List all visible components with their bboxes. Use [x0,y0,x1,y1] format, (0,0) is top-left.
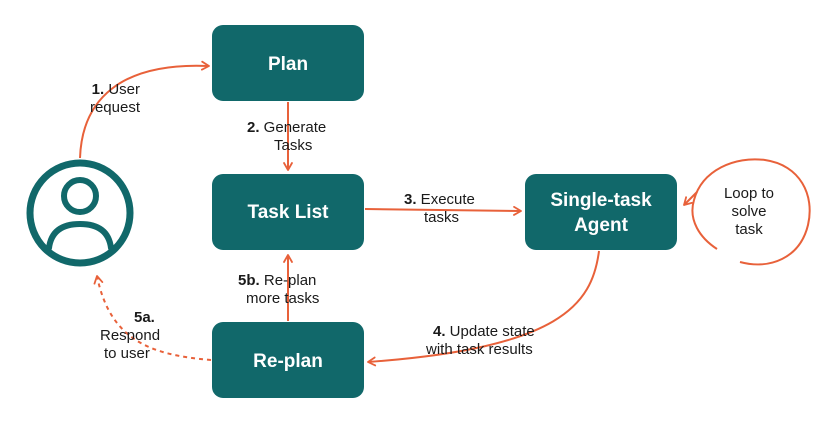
replan-node: Re-plan [212,322,364,398]
edge-label-update: 4. Update state [433,323,535,340]
edge-user-to-plan [79,60,210,159]
edge-label-respond-line2: Respond [100,327,160,344]
edge-label-replan-more-line2: more tasks [246,290,319,307]
edge-label-replan-more: 5b. Re-plan [238,272,316,289]
edge-tasklist-to-agent [364,206,522,216]
edge-agent-to-replan [367,250,600,367]
edge-label-respond-line3: to user [104,345,150,362]
task-list-node-label: Task List [248,202,330,223]
edge-label-execute-line2: tasks [424,209,459,226]
agent-node-label-line2: Agent [574,215,629,236]
replan-node-label: Re-plan [253,351,323,372]
edge-label-respond-num: 5a. [134,309,155,326]
loop-label-line1: Loop to [724,185,774,202]
single-task-agent-node: Single-task Agent [525,174,677,250]
edge-label-user-request-line2: request [90,99,141,116]
edge-label-update-line2: with task results [425,341,533,358]
edge-label-user-request: 1. User [92,81,140,98]
edge-label-generate-line2: Tasks [274,137,312,154]
loop-arrow [691,158,811,266]
edge-label-execute: 3. Execute [404,191,475,208]
loop-arrow-to-agent [683,191,698,206]
loop-label-line3: task [735,221,763,238]
loop-label-line2: solve [731,203,766,220]
edge-label-generate: 2. Generate [247,119,326,136]
plan-node-label: Plan [268,54,308,75]
plan-node: Plan [212,25,364,101]
task-list-node: Task List [212,174,364,250]
agent-node-label-line1: Single-task [550,190,652,211]
user-icon [26,159,134,267]
